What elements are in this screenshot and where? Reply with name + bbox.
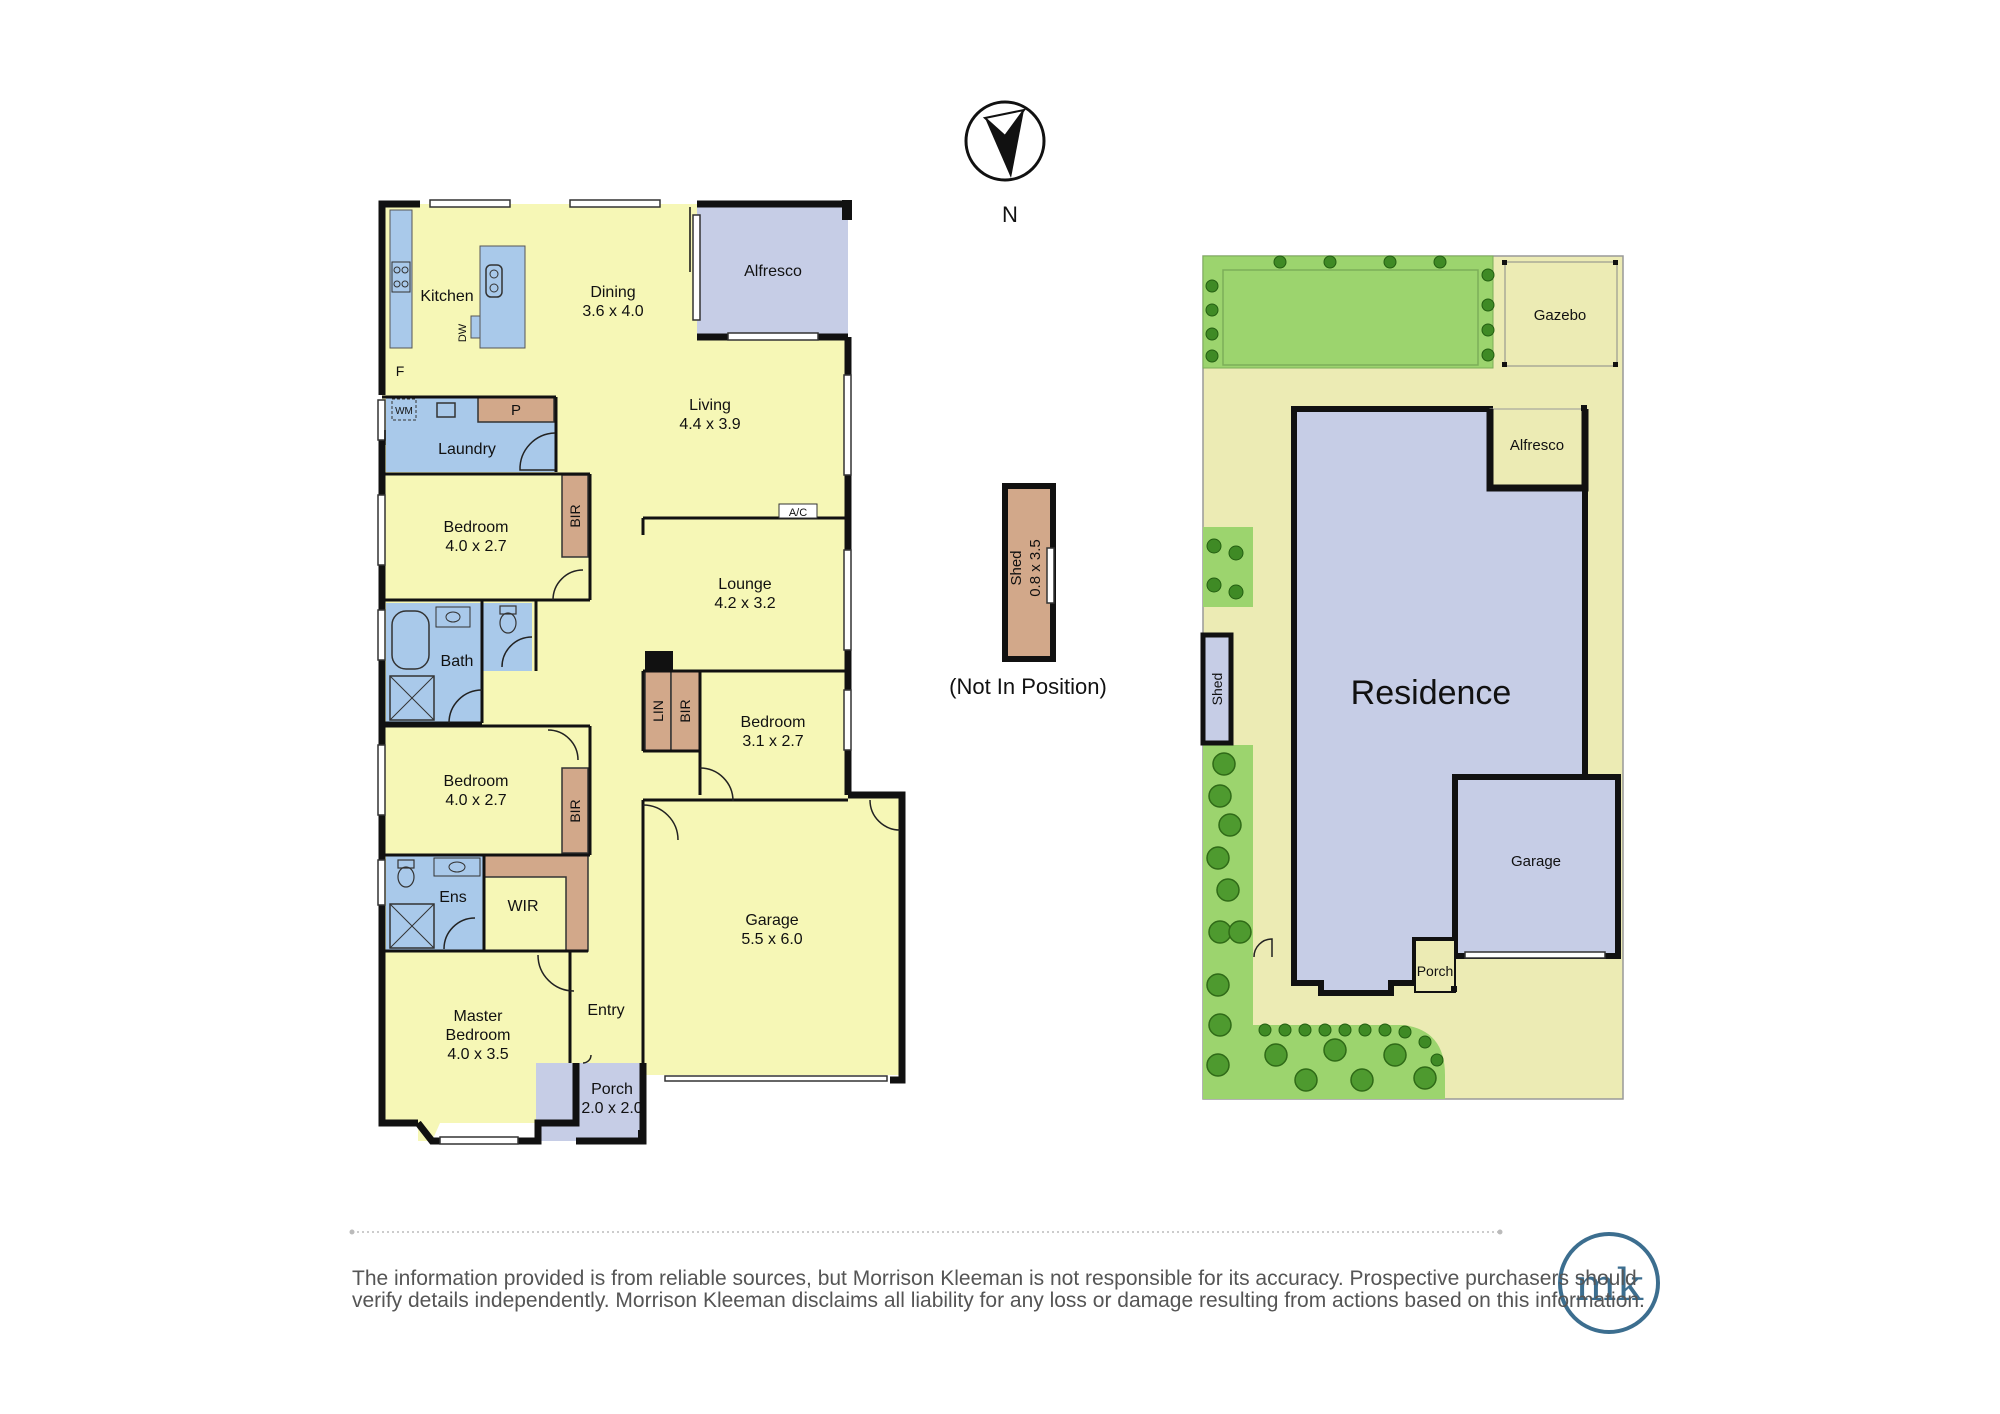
lawn-strip — [1202, 255, 1494, 369]
compass-label: N — [1002, 202, 1018, 227]
gazebo-fill — [1504, 261, 1618, 367]
ensuite-toilet-icon — [397, 859, 415, 888]
living-dim: 4.4 x 3.9 — [679, 416, 740, 433]
washing-machine-box — [391, 398, 417, 421]
disclaimer-line-1: The information provided is from reliabl… — [352, 1267, 1637, 1290]
toilet-icon — [499, 605, 517, 634]
bath-vanity-icon — [435, 606, 471, 628]
site-shed-fill — [1200, 632, 1234, 746]
bedroom-1-dim: 4.0 x 2.7 — [445, 538, 506, 555]
master-bedroom-label-2: Bedroom — [446, 1027, 511, 1044]
alfresco-fill — [697, 204, 848, 337]
porch-dim: 2.0 x 2.0 — [581, 1100, 642, 1117]
laundry-sink — [436, 402, 456, 418]
bedroom-2-dim: 4.0 x 2.7 — [445, 792, 506, 809]
master-bedroom-dim: 4.0 x 3.5 — [447, 1046, 508, 1063]
site-plan — [1200, 255, 1624, 1100]
garage-label: Garage — [745, 912, 798, 929]
kitchen-label: Kitchen — [420, 288, 473, 305]
site-alfresco-label: Alfresco — [1510, 437, 1564, 454]
garage-door — [664, 1075, 888, 1082]
site-gazebo-label: Gazebo — [1534, 307, 1587, 324]
air-con-label: A/C — [789, 507, 807, 519]
bedroom-1-label: Bedroom — [444, 519, 509, 536]
bir-2-box — [561, 767, 589, 854]
porch-fill — [536, 1063, 643, 1141]
alfresco-label: Alfresco — [744, 263, 802, 280]
disclaimer-line-2: verify details independently. Morrison K… — [352, 1289, 1645, 1312]
bedroom-3-label: Bedroom — [741, 714, 806, 731]
kitchen-island — [479, 245, 526, 349]
cooktop-icon — [391, 261, 411, 293]
interior-walls — [382, 395, 848, 1063]
site-porch-label: Porch — [1417, 963, 1454, 979]
windows — [377, 199, 852, 1145]
air-conditioner-box — [778, 503, 818, 519]
lounge-dim: 4.2 x 3.2 — [714, 595, 775, 612]
linen-box — [644, 670, 672, 752]
ensuite-vanity-icon — [433, 857, 481, 877]
washing-machine-label: WM — [395, 406, 413, 417]
site-shed-label: Shed — [1209, 673, 1225, 706]
bedroom-3-dim: 3.1 x 2.7 — [742, 733, 803, 750]
laundry-label: Laundry — [438, 441, 496, 458]
north-arrow-icon — [964, 100, 1046, 182]
kitchen-bench — [389, 209, 413, 349]
agency-logo: mk — [1558, 1232, 1660, 1334]
shed-detail-dim: 0.8 x 3.5 — [1027, 539, 1044, 597]
bath-label: Bath — [441, 653, 474, 670]
linen-label: LIN — [650, 700, 666, 722]
disclaimer: The information provided is from reliabl… — [352, 1267, 1645, 1312]
floor-plan — [377, 199, 906, 1145]
shed-detail-note: (Not In Position) — [949, 674, 1107, 699]
trees — [1205, 255, 1495, 1092]
dishwasher-label: DW — [457, 323, 469, 342]
lounge-label: Lounge — [718, 576, 771, 593]
site-garage-label: Garage — [1511, 853, 1561, 870]
shed-detail-label: Shed — [1008, 550, 1025, 585]
bathtub-icon — [391, 610, 430, 670]
ensuite-label: Ens — [439, 889, 467, 906]
ensuite-shower-icon — [389, 903, 435, 949]
site-porch-fill — [1414, 939, 1456, 993]
bir-1-label: BIR — [567, 504, 583, 527]
sink-icon — [485, 264, 503, 298]
living-label: Living — [689, 397, 731, 414]
bir-2-label: BIR — [567, 799, 583, 822]
porch-label: Porch — [591, 1081, 633, 1098]
fridge-label: F — [396, 363, 405, 379]
wir-label: WIR — [507, 898, 538, 915]
garage-dim: 5.5 x 6.0 — [741, 931, 802, 948]
logo-text: mk — [1575, 1260, 1644, 1311]
pantry-label: P — [511, 402, 521, 419]
shower-icon — [389, 675, 435, 721]
dishwasher-box — [470, 315, 481, 339]
side-garden — [1203, 527, 1253, 607]
entry-label: Entry — [587, 1002, 624, 1019]
dining-label: Dining — [590, 284, 635, 301]
site-residence-label: Residence — [1351, 674, 1512, 712]
site-alfresco-fill — [1489, 408, 1586, 489]
column — [645, 651, 673, 671]
master-bedroom-label: Master — [454, 1008, 504, 1025]
dining-dim: 3.6 x 4.0 — [582, 303, 643, 320]
shed-detail — [1002, 483, 1056, 662]
site-garage-fill — [1452, 774, 1621, 959]
bir-3-label: BIR — [677, 699, 693, 722]
door-swings — [443, 432, 901, 1064]
bedroom-2-label: Bedroom — [444, 773, 509, 790]
